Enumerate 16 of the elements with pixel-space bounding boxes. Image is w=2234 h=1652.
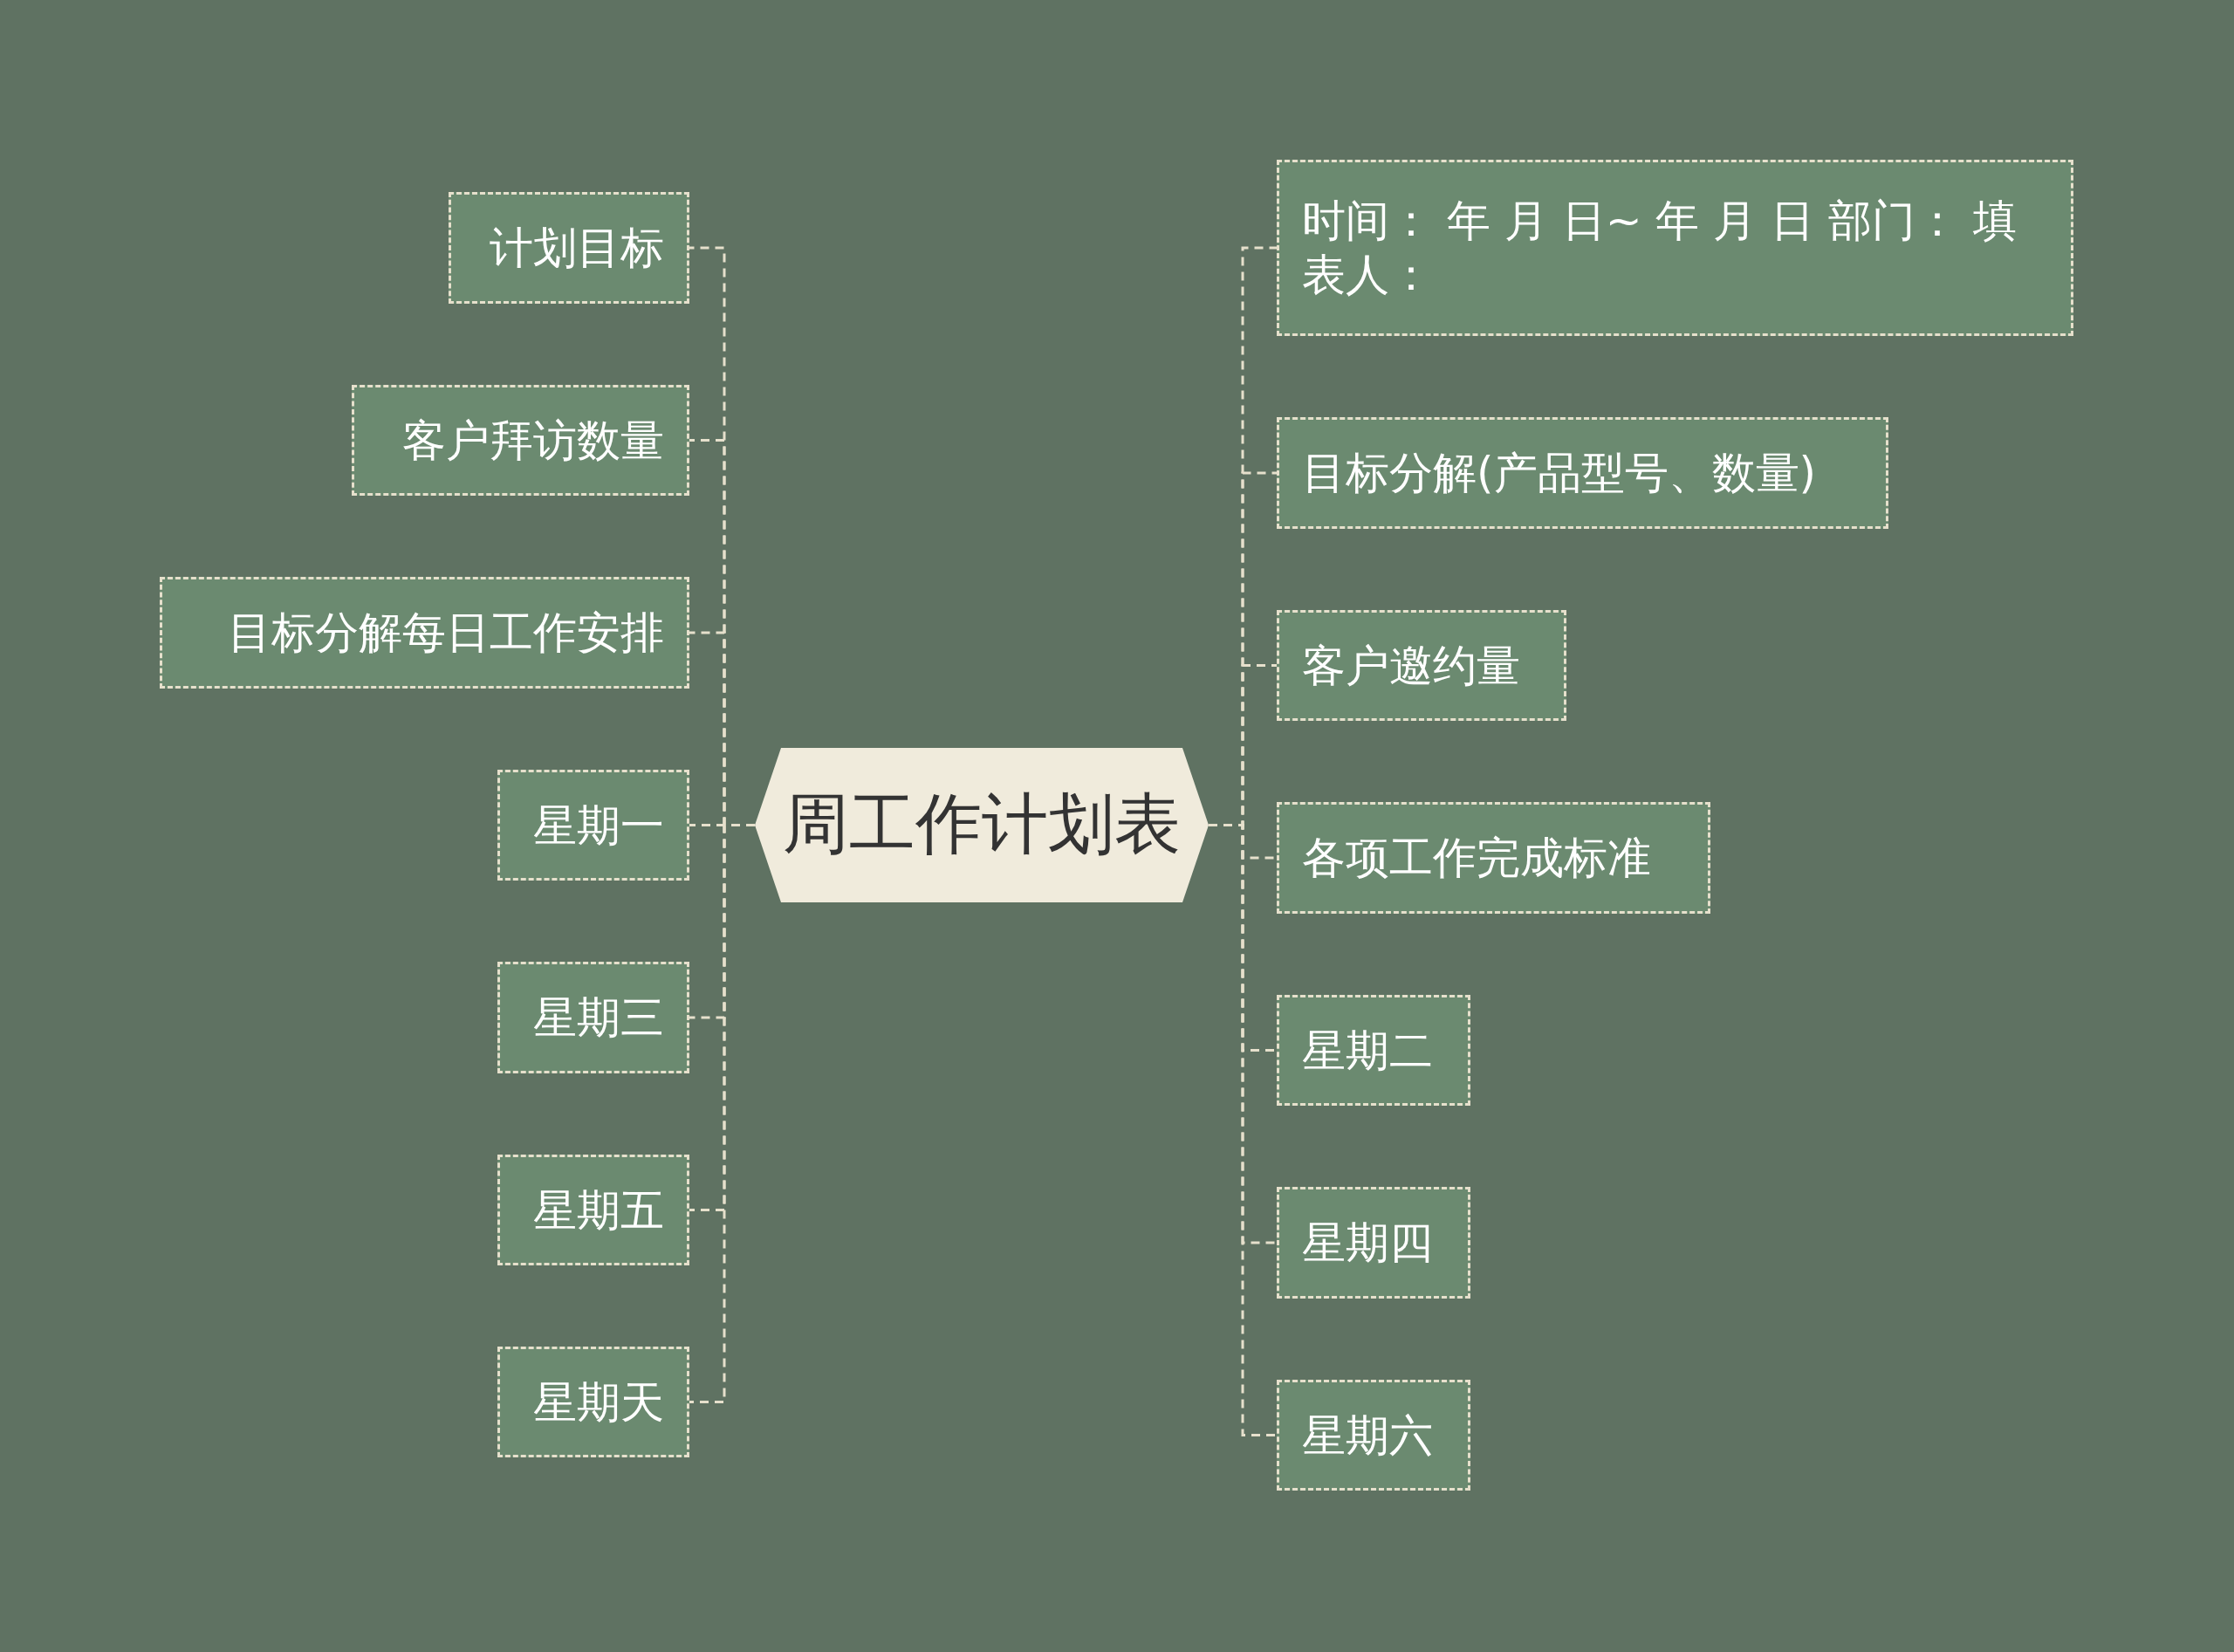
topic-box: 各项工作完成标准: [1277, 802, 1710, 914]
topic-box: 星期三: [497, 962, 689, 1073]
topic-box: 星期六: [1277, 1380, 1470, 1491]
topic-box: 星期天: [497, 1347, 689, 1457]
topic-box: 客户拜访数量: [352, 385, 689, 496]
topic-box: 时间： 年 月 日~ 年 月 日 部门： 填表人：: [1277, 160, 2073, 336]
topic-box: 目标分解每日工作安排: [160, 577, 689, 689]
topic-text: 周工作计划表: [783, 784, 1181, 864]
topic-box: 星期五: [497, 1155, 689, 1265]
topic-box: 星期四: [1277, 1187, 1470, 1299]
topic-box: 目标分解(产品型号、数量): [1277, 417, 1888, 529]
central-topic-hexagon: [755, 748, 1209, 902]
topic-box: 计划目标: [449, 192, 689, 304]
topic-box: 星期一: [497, 770, 689, 881]
topic-box: 星期二: [1277, 995, 1470, 1106]
topic-box: 客户邀约量: [1277, 610, 1566, 721]
